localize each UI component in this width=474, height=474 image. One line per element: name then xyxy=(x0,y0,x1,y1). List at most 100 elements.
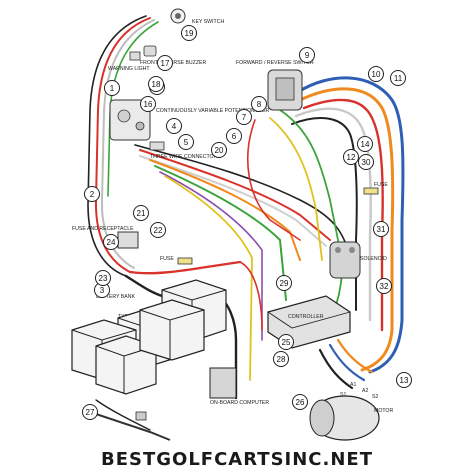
callout-circle-20 xyxy=(211,142,227,158)
wire-red-battery xyxy=(128,260,242,275)
wire-black-right xyxy=(291,117,358,311)
wire-red-left xyxy=(94,17,151,273)
callout-circle-6 xyxy=(226,128,242,144)
reverse-buzzer: FRONT REVERSE BUZZER xyxy=(140,45,206,66)
potentiometer-label: CONTINUOUSLY VARIABLE POTENTIOMETER xyxy=(156,108,270,114)
fuse-right: FUSE xyxy=(363,182,388,195)
callout-circle-18 xyxy=(148,76,164,92)
fuse-right-label: FUSE xyxy=(374,182,388,188)
key-switch-label: KEY SWITCH xyxy=(192,19,224,25)
callout-circle-22 xyxy=(150,222,166,238)
callout-circle-8 xyxy=(251,96,267,112)
wire-yellow-mid xyxy=(269,117,323,261)
wire-white-right xyxy=(294,107,372,322)
footer-website: BESTGOLFCARTSINC.NET xyxy=(101,449,373,470)
wire-red-computer xyxy=(239,261,263,331)
callout-number-13: 13 xyxy=(400,376,409,385)
callout-number-9: 9 xyxy=(305,51,310,60)
wire-yellow-diag xyxy=(164,175,253,381)
callout-circle-11 xyxy=(390,70,406,86)
callout-number-32: 32 xyxy=(380,282,389,291)
callout-circle-9 xyxy=(299,47,315,63)
warning-light-label: WARNING LIGHT xyxy=(108,66,150,72)
battery-bank-label: BATTERY BANK xyxy=(96,294,135,300)
motor-a2-label: A2 xyxy=(362,388,368,394)
callout-number-14: 14 xyxy=(361,140,370,149)
callout-number-21: 21 xyxy=(137,209,146,218)
wire-purple-diag xyxy=(159,171,263,341)
callout-circle-2 xyxy=(84,186,100,202)
callout-number-24: 24 xyxy=(107,238,116,247)
callout-circle-7 xyxy=(236,109,252,125)
callout-number-23: 23 xyxy=(99,274,108,283)
callout-circle-13 xyxy=(396,372,412,388)
callout-number-19: 19 xyxy=(185,29,194,38)
callout-number-5: 5 xyxy=(184,138,189,147)
battery-5 xyxy=(139,299,205,361)
wire-black-diag xyxy=(134,144,351,261)
callout-circle-19 xyxy=(181,25,197,41)
potentiometer: CONTINUOUSLY VARIABLE POTENTIOMETER xyxy=(109,99,270,141)
callout-number-18: 18 xyxy=(152,80,161,89)
wire-white-diag xyxy=(139,155,327,247)
callout-circle-1 xyxy=(104,80,120,96)
callout-number-2: 2 xyxy=(90,190,95,199)
on-board-computer: ON-BOARD COMPUTER xyxy=(209,367,269,406)
callout-circle-12 xyxy=(343,149,359,165)
motor-s1-label: S1 xyxy=(340,392,346,398)
callout-circle-29 xyxy=(276,275,292,291)
callout-circle-14 xyxy=(357,136,373,152)
fuse-receptacle-label: FUSE AND RECEPTACLE xyxy=(72,226,134,232)
callout-circle-5 xyxy=(178,134,194,150)
callout-circle-32 xyxy=(376,278,392,294)
motor-a1-label: A1 xyxy=(350,382,356,388)
wire-orange-motor xyxy=(336,338,374,374)
wire-red-mid xyxy=(247,119,301,241)
callout-number-27: 27 xyxy=(86,408,95,417)
wire-orange-right xyxy=(298,87,395,372)
callout-circle-17 xyxy=(157,55,173,71)
callout-circle-23 xyxy=(95,270,111,286)
wire-blue-right xyxy=(296,76,405,374)
forward-reverse-switch: FORWARD / REVERSE SWITCH xyxy=(236,60,314,111)
callout-group: 1234567891011121314151617181920212223242… xyxy=(82,25,412,420)
callout-number-4: 4 xyxy=(172,122,177,131)
battery-bank: BATTERY BANK TYPICAL 5 PLACES xyxy=(71,279,227,395)
callout-circle-31 xyxy=(373,221,389,237)
wire-black-motor xyxy=(318,348,354,390)
callout-number-12: 12 xyxy=(347,153,356,162)
callout-circle-25 xyxy=(278,334,294,350)
reverse-buzzer-label: FRONT REVERSE BUZZER xyxy=(140,60,206,66)
callout-number-1: 1 xyxy=(110,84,115,93)
motor: MOTOR A1 A2 S1 S2 xyxy=(309,382,393,441)
callout-number-7: 7 xyxy=(242,113,247,122)
callout-circle-16 xyxy=(140,96,156,112)
callout-number-25: 25 xyxy=(282,338,291,347)
controller-label: CONTROLLER xyxy=(288,314,324,320)
callout-number-17: 17 xyxy=(161,59,170,68)
callout-circle-26 xyxy=(292,394,308,410)
wire-green-mid xyxy=(279,109,343,321)
forward-reverse-label: FORWARD / REVERSE SWITCH xyxy=(236,60,314,66)
callout-number-11: 11 xyxy=(394,74,403,83)
wire-black-battery xyxy=(124,274,164,298)
wire-orange-diag xyxy=(149,159,301,261)
callout-number-29: 29 xyxy=(280,279,289,288)
callout-number-10: 10 xyxy=(372,70,381,79)
three-wire-label: THREE WIRE CONNECTOR xyxy=(150,154,218,160)
callout-number-3: 3 xyxy=(100,286,105,295)
motor-s2-label: S2 xyxy=(372,394,378,400)
wire-harness xyxy=(87,15,405,431)
callout-number-6: 6 xyxy=(232,132,237,141)
warning-light: WARNING LIGHT xyxy=(108,51,150,72)
fuse-left-label: FUSE xyxy=(160,256,174,262)
callout-circle-21 xyxy=(133,205,149,221)
callout-number-30: 30 xyxy=(362,158,371,167)
callout-circle-30 xyxy=(358,154,374,170)
callout-circle-27 xyxy=(82,404,98,420)
wire-red-right xyxy=(302,98,384,332)
wire-black-left xyxy=(87,15,147,277)
fuse-left: FUSE xyxy=(160,256,193,265)
key-switch: KEY SWITCH xyxy=(170,8,224,25)
